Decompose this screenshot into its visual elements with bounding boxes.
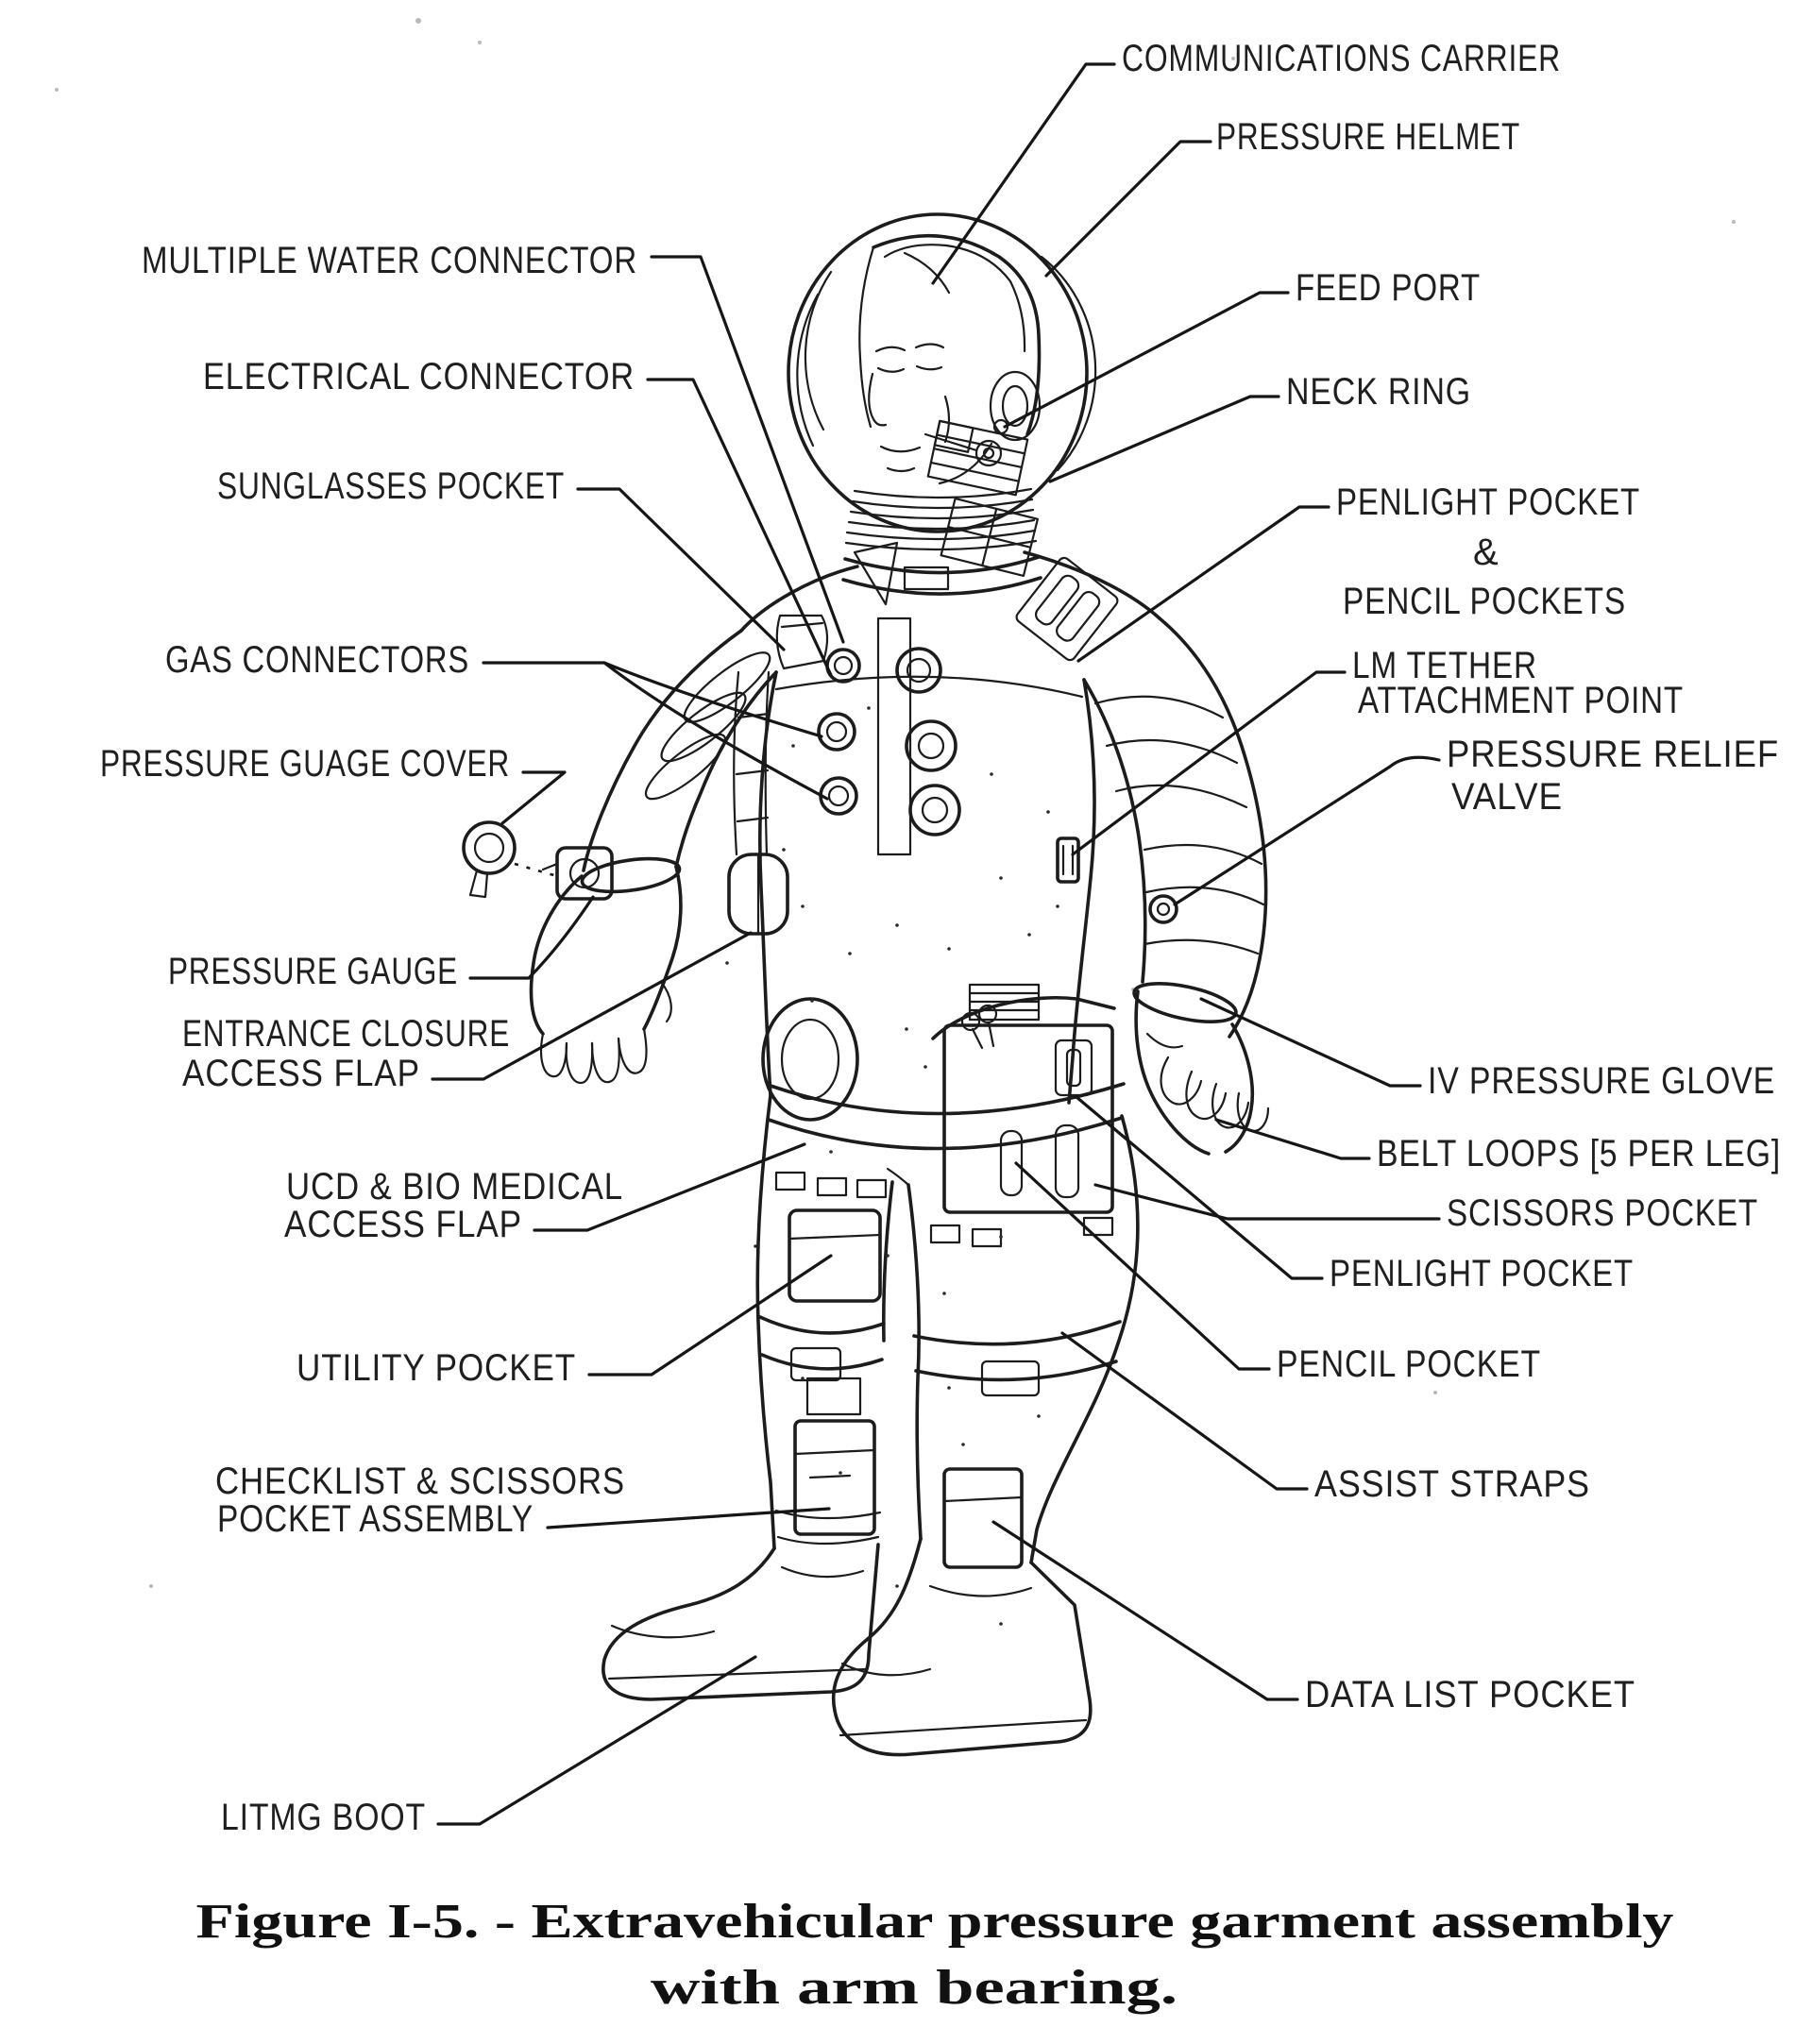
label-lm-tether-2: ATTACHMENT POINT (1358, 680, 1684, 721)
label-ucd-bio-2: ACCESS FLAP (284, 1204, 522, 1245)
label-pressure-relief-1: PRESSURE RELIEF (1447, 734, 1779, 775)
label-sunglasses-pocket: SUNGLASSES POCKET (217, 465, 565, 507)
leader-litmg-boot (436, 1655, 757, 1826)
label-pencil-pocket: PENCIL POCKET (1277, 1343, 1541, 1385)
label-pressure-guage-cover: PRESSURE GUAGE COVER (100, 743, 510, 785)
leader-gas-connectors (482, 661, 829, 801)
gas-connectors-drawing (817, 617, 961, 856)
labels: COMMUNICATIONS CARRIER PRESSURE HELMET F… (100, 38, 1781, 1838)
checker-patch (940, 497, 1040, 578)
left-arm-drawing (580, 629, 778, 894)
label-pressure-gauge: PRESSURE GAUGE (168, 951, 458, 992)
pressure-helmet-drawing (787, 212, 1097, 533)
leader-pencil-pocket (1014, 1161, 1271, 1371)
entrance-closure-drawing (727, 670, 789, 936)
label-electrical-connector: ELECTRICAL CONNECTOR (203, 356, 635, 397)
leader-iv-pressure-glove (1199, 997, 1422, 1088)
label-ampersand: & (1473, 532, 1500, 573)
leader-data-list-pocket (991, 1520, 1299, 1701)
utility-pocket-drawing (788, 1208, 882, 1303)
leader-communications-carrier (931, 62, 1116, 285)
leader-pressure-helmet (1044, 140, 1212, 278)
leader-pressure-guage-cover (500, 770, 567, 825)
communications-carrier-drawing (858, 233, 1042, 485)
neck-ring-drawing (841, 487, 1042, 596)
leader-checklist-pocket (546, 1507, 831, 1529)
label-pressure-helmet: PRESSURE HELMET (1216, 116, 1520, 158)
label-scissors-pocket: SCISSORS POCKET (1447, 1192, 1758, 1234)
flag-patch (926, 419, 1029, 497)
label-belt-loops: BELT LOOPS [5 PER LEG] (1377, 1133, 1781, 1174)
legs-drawing (755, 1093, 1140, 1597)
label-pencil-pockets: PENCIL POCKETS (1343, 581, 1626, 622)
torso-drawing (739, 541, 1161, 1151)
leader-utility-pocket (587, 1254, 833, 1377)
right-glove-drawing (1132, 982, 1270, 1156)
leader-scissors-pocket (1093, 1183, 1441, 1221)
label-data-list-pocket: DATA LIST POCKET (1305, 1674, 1635, 1715)
label-iv-pressure-glove: IV PRESSURE GLOVE (1428, 1060, 1775, 1102)
label-penlight-pocket-upper: PENLIGHT POCKET (1336, 481, 1640, 523)
leader-pressure-relief-valve (1173, 755, 1441, 906)
pressure-guage-cover-drawing (462, 820, 558, 899)
leader-penlight-pencil-pockets (1076, 505, 1330, 663)
thigh-pocket-assembly-drawing (931, 983, 1116, 1214)
litmg-boot-drawing (602, 1543, 880, 1701)
face-drawing (868, 343, 951, 473)
label-ucd-bio-1: UCD & BIO MEDICAL (286, 1166, 623, 1208)
checklist-pocket-drawing (793, 1377, 876, 1536)
label-assist-straps: ASSIST STRAPS (1314, 1463, 1590, 1505)
figure-caption: Figure I-5. - Extravehicular pressure ga… (196, 1895, 1674, 2015)
pressure-gauge-drawing (541, 846, 614, 901)
label-communications-carrier: COMMUNICATIONS CARRIER (1122, 38, 1561, 79)
label-checklist-2: POCKET ASSEMBLY (217, 1498, 534, 1540)
ucd-access-flap-drawing (761, 997, 859, 1122)
leader-lines (431, 62, 1441, 1826)
data-list-pocket-drawing (942, 1467, 1024, 1569)
label-feed-port: FEED PORT (1296, 267, 1481, 309)
label-multiple-water-connector: MULTIPLE WATER CONNECTOR (142, 240, 637, 281)
label-checklist-1: CHECKLIST & SCISSORS (215, 1461, 625, 1502)
lm-tether-fitting (1056, 836, 1080, 884)
leader-lm-tether (1071, 670, 1347, 856)
leader-assist-straps (1060, 1331, 1309, 1491)
leader-sunglasses-pocket (576, 487, 786, 651)
leader-multiple-water-connector (650, 255, 845, 644)
arm-pencil-pocket-patch (1015, 556, 1119, 662)
leader-pressure-gauge (468, 895, 595, 980)
leader-ucd-access-flap (533, 1142, 806, 1232)
label-pressure-relief-2: VALVE (1451, 776, 1563, 818)
leader-penlight-pocket (1075, 1095, 1324, 1280)
caption-line-2: with arm bearing. (651, 1961, 1178, 2015)
leader-electrical-connector (646, 378, 833, 677)
leader-neck-ring (1048, 395, 1280, 483)
left-glove-drawing (529, 865, 683, 1085)
label-penlight-pocket-lower: PENLIGHT POCKET (1330, 1253, 1634, 1294)
leader-belt-loops (1214, 1118, 1371, 1160)
label-gas-connectors: GAS CONNECTORS (165, 639, 469, 681)
label-entrance-closure-1: ENTRANCE CLOSURE (182, 1013, 510, 1055)
leader-entrance-closure (431, 931, 753, 1081)
label-entrance-closure-2: ACCESS FLAP (182, 1053, 420, 1094)
label-lm-tether-1: LM TETHER (1352, 645, 1537, 686)
caption-line-1: Figure I-5. - Extravehicular pressure ga… (196, 1895, 1674, 1949)
label-litmg-boot: LITMG BOOT (221, 1797, 426, 1838)
sunglasses-pocket-drawing (775, 614, 829, 670)
right-arm-drawing (1082, 617, 1268, 1039)
fabric-stipple (725, 706, 1059, 1626)
right-boot-drawing (831, 1537, 1093, 1757)
leader-feed-port (1003, 291, 1290, 429)
label-neck-ring: NECK RING (1286, 371, 1471, 413)
label-utility-pocket: UTILITY POCKET (297, 1347, 576, 1389)
